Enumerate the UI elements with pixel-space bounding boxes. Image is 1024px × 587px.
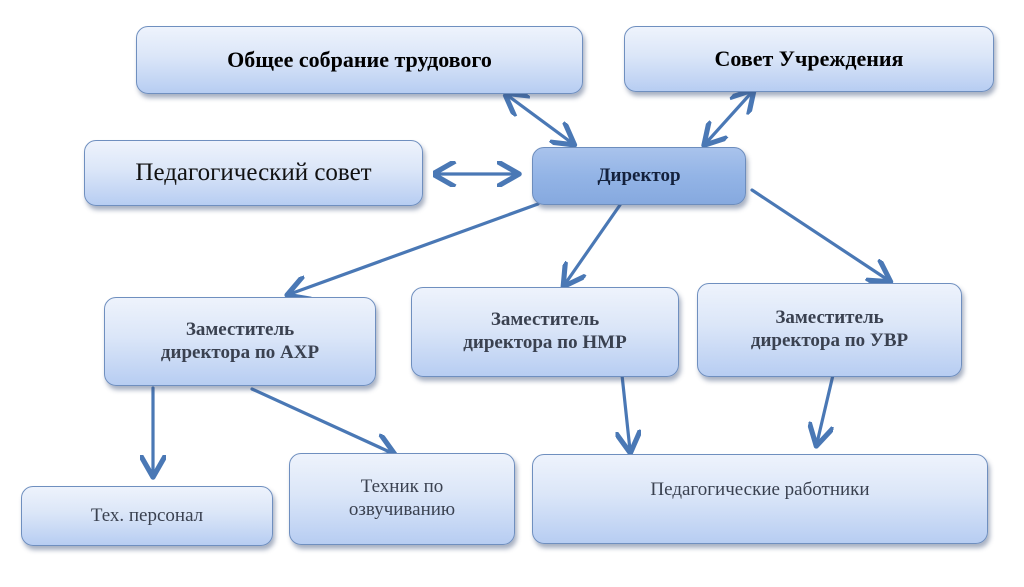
node-deputy-nmr-line2: директора по НМР xyxy=(463,332,627,353)
node-director: Директор xyxy=(532,147,746,205)
node-institution-council: Совет Учреждения xyxy=(624,26,994,92)
edge-general-meeting-director xyxy=(507,95,572,143)
node-deputy-ahr-line2: директора по АХР xyxy=(160,341,320,363)
node-teaching-staff: Педагогические работники xyxy=(532,454,988,544)
node-deputy-ahr: Заместитель директора по АХР xyxy=(104,297,376,386)
node-director-label: Директор xyxy=(597,164,681,186)
node-teaching-staff-label: Педагогические работники xyxy=(650,479,870,500)
node-sound-tech-line2: озвучиванию xyxy=(348,499,456,520)
node-pedagogical-council-label: Педагогический совет xyxy=(135,159,372,186)
node-tech-staff-label: Тех. персонал xyxy=(90,504,204,526)
node-sound-tech-line1: Техник по xyxy=(360,476,444,498)
node-deputy-uvr-line1: Заместитель xyxy=(775,307,884,329)
node-sound-tech: Техник по озвучиванию xyxy=(289,453,515,545)
node-deputy-uvr: Заместитель директора по УВР xyxy=(697,283,962,377)
node-deputy-ahr-line1: Заместитель xyxy=(185,318,295,340)
node-deputy-uvr-line2: директора по УВР xyxy=(750,330,909,351)
node-general-meeting: Общее собрание трудового xyxy=(136,26,583,94)
edge-director-uvr xyxy=(750,188,888,280)
node-pedagogical-council: Педагогический совет xyxy=(84,140,423,206)
edge-director-ahr xyxy=(290,202,540,294)
edge-director-nmr xyxy=(565,203,622,284)
node-institution-council-label: Совет Учреждения xyxy=(714,45,904,71)
node-general-meeting-label: Общее собрание трудового xyxy=(227,46,492,72)
node-deputy-nmr-line1: Заместитель xyxy=(490,309,600,331)
edge-council-director xyxy=(706,92,752,143)
edge-nmr-teaching xyxy=(622,373,630,450)
edge-ahr-soundtech xyxy=(250,387,392,453)
node-deputy-nmr: Заместитель директора по НМР xyxy=(411,287,679,377)
edge-uvr-teaching xyxy=(817,373,835,443)
node-tech-staff: Тех. персонал xyxy=(21,486,273,546)
